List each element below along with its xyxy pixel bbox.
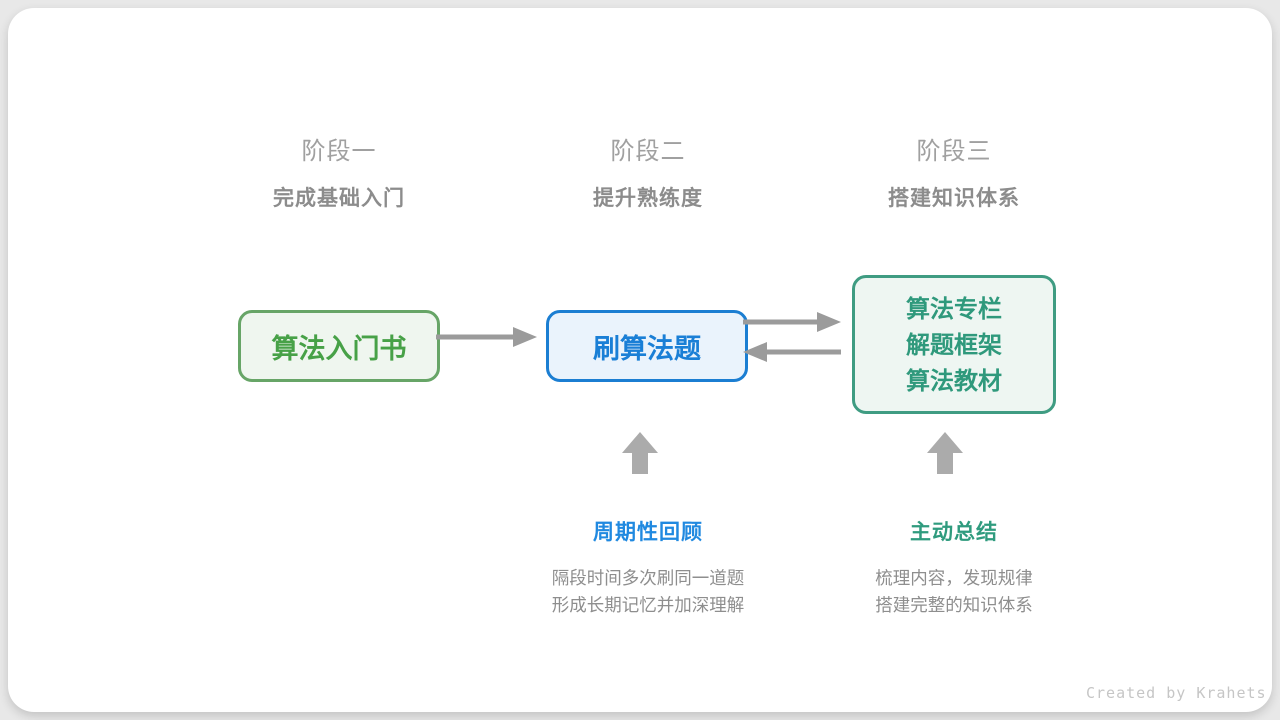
- node-intro-book-label: 算法入门书: [271, 333, 407, 365]
- annotation-summarize-description: 梳理内容，发现规律 搭建完整的知识体系: [794, 566, 1114, 620]
- node-resource-line-1: 算法专栏: [906, 294, 1002, 323]
- annotation-review-title: 周期性回顾: [593, 520, 703, 544]
- node-knowledge-resources: 算法专栏 解题框架 算法教材: [852, 275, 1056, 414]
- annotation-summarize-line-1: 梳理内容，发现规律: [875, 569, 1033, 589]
- stage-2-label: 阶段二: [610, 137, 686, 165]
- credit-text: Created by Krahets: [1086, 684, 1267, 702]
- node-practice-problems: 刷算法题: [546, 310, 748, 382]
- stage-3-subtitle: 搭建知识体系: [888, 186, 1020, 210]
- annotation-summarize-line-2: 搭建完整的知识体系: [875, 596, 1033, 616]
- annotation-review-line-1: 隔段时间多次刷同一道题: [551, 569, 745, 589]
- node-resource-line-3: 算法教材: [906, 366, 1002, 395]
- annotation-summarize-title: 主动总结: [910, 520, 998, 544]
- stage-3-label: 阶段三: [916, 137, 992, 165]
- node-practice-problems-label: 刷算法题: [593, 333, 701, 365]
- annotation-review-description: 隔段时间多次刷同一道题 形成长期记忆并加深理解: [488, 566, 808, 620]
- node-resource-line-2: 解题框架: [906, 330, 1002, 359]
- annotation-review-line-2: 形成长期记忆并加深理解: [551, 596, 745, 616]
- stage-1-label: 阶段一: [301, 137, 377, 165]
- stage-1-subtitle: 完成基础入门: [273, 186, 405, 210]
- canvas-card: 阶段一 完成基础入门 阶段二 提升熟练度 阶段三 搭建知识体系 算法入门书 刷算…: [8, 8, 1272, 712]
- node-intro-book: 算法入门书: [238, 310, 440, 382]
- stage-2-subtitle: 提升熟练度: [593, 186, 703, 210]
